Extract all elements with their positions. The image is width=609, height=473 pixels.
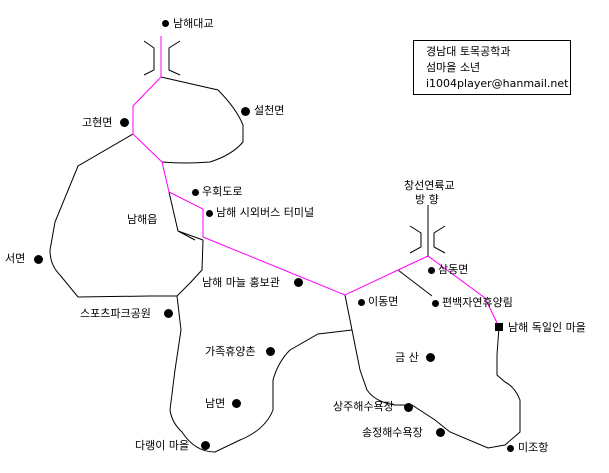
label-garlic-hall: 남해 마늘 홍보관 xyxy=(202,276,280,289)
seolcheon-coast xyxy=(160,76,244,164)
german-village-marker xyxy=(495,323,503,331)
geumsan-marker xyxy=(426,353,435,362)
label-namhae-bridge: 남해대교 xyxy=(173,17,214,30)
bypass-marker xyxy=(192,189,199,196)
label-darangi: 다랭이 마을 xyxy=(135,439,190,452)
label-pyeonbaek: 편백자연휴양림 xyxy=(442,296,513,309)
namhae-bridge-marker xyxy=(162,20,169,27)
label-changseon-direction: 방 향 xyxy=(415,193,439,206)
seo-marker xyxy=(34,255,43,264)
west-coast xyxy=(49,133,204,298)
seolcheon-marker xyxy=(241,107,250,116)
samdong-marker xyxy=(428,267,435,274)
nam-coast xyxy=(169,295,353,453)
songjeong-beach-marker xyxy=(436,428,445,437)
sangju-beach-marker xyxy=(404,403,413,412)
sports-park-marker xyxy=(164,309,173,318)
pyeonbaek-marker xyxy=(432,300,439,307)
eup-road xyxy=(168,191,204,241)
darangi-marker xyxy=(201,441,210,450)
label-german-village: 남해 독일인 마을 xyxy=(508,321,586,334)
family-resort-marker xyxy=(266,347,275,356)
author-info-box: 경남대 토목공학과 섬마을 소년 i1004player@hanmail.net xyxy=(413,40,571,95)
nam-marker xyxy=(232,399,241,408)
label-songjeong-beach: 송정해수욕장 xyxy=(362,426,423,439)
info-author: 섬마을 소년 xyxy=(426,61,481,74)
changseon-bridge-left-bracket xyxy=(409,225,422,254)
pyeonbaek-road xyxy=(397,269,433,297)
info-department: 경남대 토목공학과 xyxy=(426,45,511,58)
mijo-marker xyxy=(507,445,514,452)
label-seolcheon: 설천면 xyxy=(254,104,285,117)
bus-terminal-marker xyxy=(206,210,213,217)
bridge-left-bracket xyxy=(143,40,155,76)
label-namhae-eup: 남해읍 xyxy=(127,213,158,226)
label-bus-terminal: 남해 시외버스 터미널 xyxy=(216,206,315,219)
east-coast xyxy=(344,294,521,449)
label-geumsan: 금 산 xyxy=(395,351,419,364)
info-email: i1004player@hanmail.net xyxy=(426,77,569,90)
label-gohyeon: 고현면 xyxy=(82,116,113,129)
label-sports-park: 스포츠파크공원 xyxy=(80,307,151,320)
label-changseon-bridge: 창선연륙교 xyxy=(404,179,455,192)
garlic-hall-marker xyxy=(294,278,303,287)
label-sangju-beach: 상주해수욕장 xyxy=(333,400,394,413)
label-samdong: 삼동면 xyxy=(438,263,469,276)
idong-marker xyxy=(358,299,365,306)
changseon-bridge-right-bracket xyxy=(433,225,446,254)
main-road xyxy=(132,36,500,328)
gohyeon-marker xyxy=(120,118,129,127)
label-family-resort: 가족휴양촌 xyxy=(205,345,256,358)
label-idong: 이동면 xyxy=(368,295,399,308)
bridge-right-bracket xyxy=(168,40,181,76)
label-seo: 서면 xyxy=(5,252,26,265)
label-nam: 남면 xyxy=(205,397,226,410)
label-mijo: 미조항 xyxy=(518,441,549,454)
label-bypass: 우회도로 xyxy=(202,185,243,198)
